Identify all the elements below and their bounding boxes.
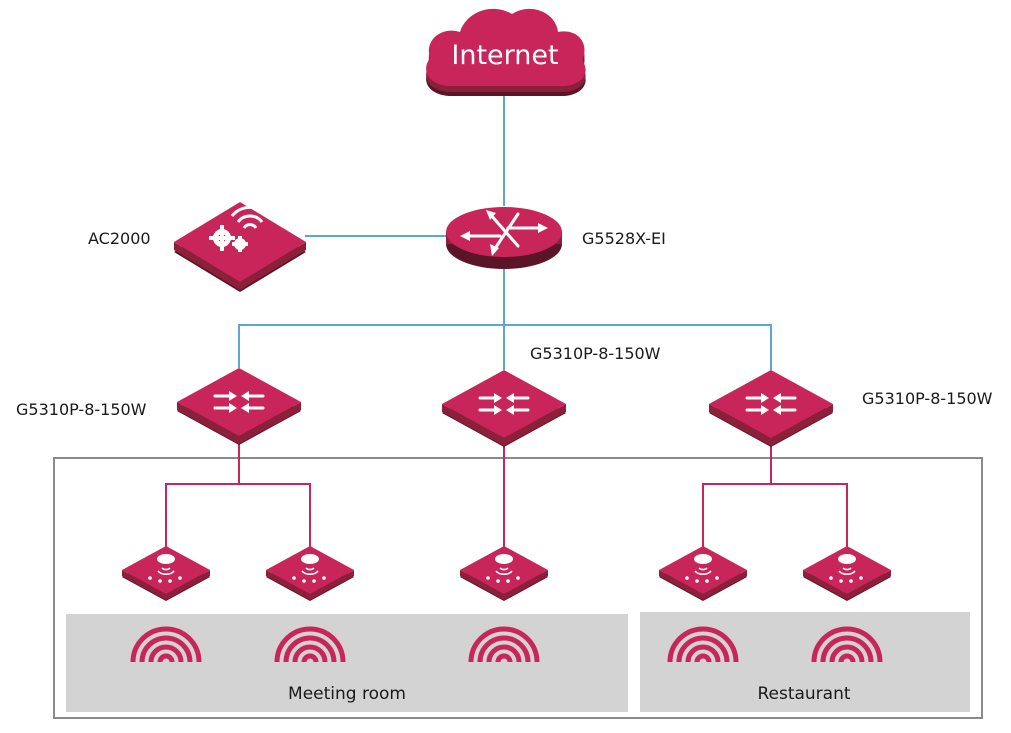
access-point-icon — [803, 546, 891, 601]
access-switch-icon — [709, 370, 833, 447]
access-point-icon — [460, 546, 548, 601]
access-switch-label-left: G5310P-8-150W — [16, 400, 147, 419]
core-router-icon — [446, 207, 562, 269]
access-point-icon — [659, 546, 747, 601]
controller-icon — [174, 202, 306, 292]
access-point-icon — [266, 546, 354, 601]
access-switch-icon — [442, 370, 566, 447]
zone-restaurant-label: Restaurant — [757, 684, 850, 704]
access-switch-icon — [177, 368, 301, 445]
zone-meeting-room-label: Meeting room — [288, 684, 406, 704]
access-point-icon — [122, 546, 210, 601]
internet-label: Internet — [451, 40, 558, 71]
controller-label: AC2000 — [88, 229, 151, 248]
access-switch-label-center: G5310P-8-150W — [530, 344, 661, 363]
internet-cloud-icon — [426, 8, 586, 96]
uplink-links — [238, 92, 772, 370]
site-frame — [53, 457, 983, 719]
downlink-links — [165, 430, 848, 550]
core-switch-label: G5528X-EI — [582, 229, 666, 248]
access-switch-label-right: G5310P-8-150W — [862, 389, 993, 408]
